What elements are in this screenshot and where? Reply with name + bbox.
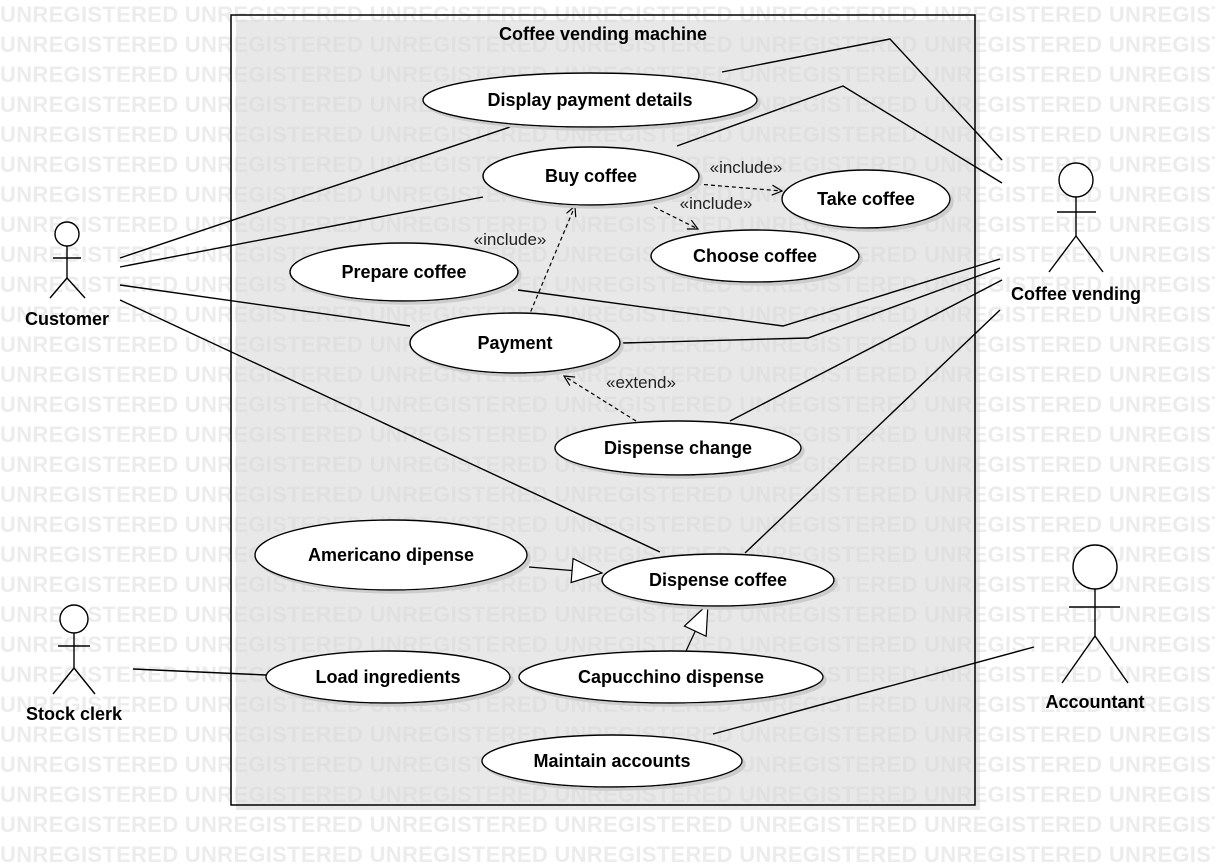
actor-head-icon	[1058, 162, 1094, 198]
use-case-label: Dispense coffee	[649, 570, 787, 590]
extend-label-change: «extend»	[606, 373, 676, 392]
assoc-clerk-load-ingredients	[132, 668, 267, 676]
use-case-americano[interactable]: Americano dipense	[254, 519, 528, 591]
generalization-americano-arrow	[528, 557, 604, 584]
dependencies	[527, 183, 782, 422]
system-title: Coffee vending machine	[499, 24, 707, 44]
actor-coffee-vending[interactable]: Coffee vending	[1011, 162, 1141, 304]
use-case-prepare-coffee[interactable]: Prepare coffee	[289, 242, 519, 302]
use-case-choose-coffee[interactable]: Choose coffee	[650, 229, 860, 283]
extend-dispense-change-arrow	[564, 376, 637, 422]
use-case-label: Americano dipense	[308, 545, 474, 565]
actor-name: Customer	[25, 309, 109, 329]
generalizations	[528, 557, 709, 652]
assoc-customer-buy-coffee	[119, 196, 484, 268]
use-case-label: Maintain accounts	[533, 751, 690, 771]
use-case-display-payment[interactable]: Display payment details	[422, 72, 758, 128]
use-case-dispense-coffee[interactable]: Dispense coffee	[601, 553, 835, 607]
watermark-row: UNREGISTERED UNREGISTERED UNREGISTERED U…	[0, 842, 1215, 865]
actor-stock-clerk[interactable]: Stock clerk	[26, 604, 123, 724]
assoc-vending-prepare-coffee	[517, 258, 1001, 327]
use-case-label: Prepare coffee	[341, 262, 466, 282]
use-case-take-coffee[interactable]: Take coffee	[781, 169, 951, 229]
assoc-vending-dispense-coffee	[744, 309, 1001, 554]
generalization-capucchino-arrow	[683, 602, 709, 652]
assoc-vending-payment	[621, 267, 1001, 344]
use-case-label: Display payment details	[487, 90, 692, 110]
use-case-label: Take coffee	[817, 189, 915, 209]
use-case-label: Load ingredients	[315, 667, 460, 687]
include-label-choose: «include»	[680, 194, 753, 213]
assoc-vending-dispense-change	[729, 279, 1003, 422]
use-case-maintain-accounts[interactable]: Maintain accounts	[481, 734, 743, 788]
include-choose-coffee-arrow	[653, 206, 698, 229]
associations	[119, 38, 1035, 735]
assoc-accountant-maintain-accounts	[712, 646, 1035, 735]
include-payment-arrow	[527, 206, 575, 319]
watermark-row: UNREGISTERED UNREGISTERED UNREGISTERED U…	[0, 812, 1215, 837]
actor-accountant[interactable]: Accountant	[1046, 544, 1145, 712]
use-case-buy-coffee[interactable]: Buy coffee	[482, 146, 700, 206]
use-case-dispense-change[interactable]: Dispense change	[554, 420, 802, 476]
use-case-label: Dispense change	[604, 438, 752, 458]
actor-head-icon	[59, 604, 89, 634]
include-take-coffee-arrow	[696, 183, 782, 191]
actor-head-icon	[54, 221, 80, 247]
use-case-label: Choose coffee	[693, 246, 817, 266]
use-case-payment[interactable]: Payment	[409, 312, 621, 374]
assoc-vending-display-payment	[721, 38, 1003, 161]
use-case-load-ingredients[interactable]: Load ingredients	[265, 650, 511, 704]
include-label-take: «include»	[710, 158, 783, 177]
actor-head-icon	[1072, 544, 1118, 590]
actor-name: Coffee vending	[1011, 284, 1141, 304]
actor-customer[interactable]: Customer	[25, 221, 109, 329]
assoc-customer-dispense-coffee	[119, 299, 661, 553]
use-case-label: Buy coffee	[545, 166, 637, 186]
use-cases: Display payment details Buy coffee Take …	[254, 72, 951, 788]
assoc-customer-payment	[119, 284, 411, 327]
assoc-vending-buy-coffee	[676, 85, 1003, 184]
use-case-label: Payment	[477, 333, 552, 353]
actor-name: Stock clerk	[26, 704, 123, 724]
include-label-payment: «include»	[474, 230, 547, 249]
actor-name: Accountant	[1046, 692, 1145, 712]
assoc-customer-display-payment	[119, 126, 511, 259]
use-case-label: Capucchino dispense	[578, 667, 764, 687]
use-case-capucchino[interactable]: Capucchino dispense	[518, 650, 824, 704]
